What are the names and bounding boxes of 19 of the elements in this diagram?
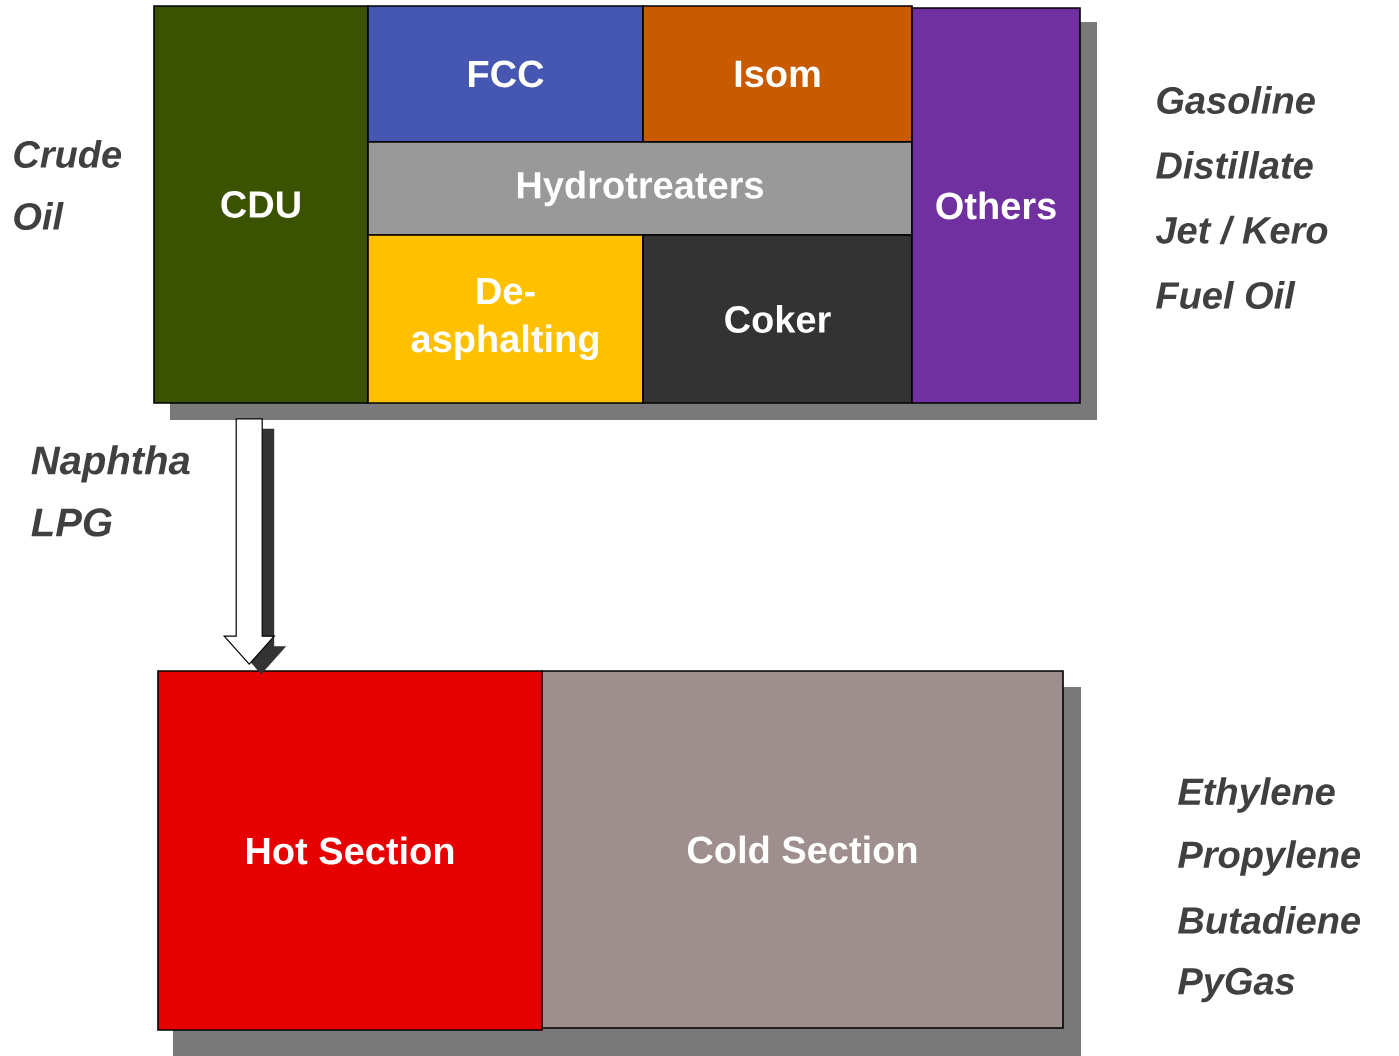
product-label: Butadiene — [1178, 906, 1361, 934]
process-box: CDU — [153, 5, 369, 404]
edge-label: Naphtha LPG — [31, 445, 190, 537]
product-label: Gasoline — [1157, 86, 1315, 114]
process-box: FCC — [367, 5, 644, 143]
block-arrow — [222, 418, 287, 675]
process-box: Hot Section — [157, 670, 543, 1031]
product-label: Fuel Oil — [1156, 281, 1296, 309]
product-label: Propylene — [1178, 840, 1361, 876]
product-label: Ethylene — [1178, 777, 1335, 813]
process-box: Isom — [642, 5, 913, 143]
process-box: Others — [911, 7, 1081, 404]
process-box: Cold Section — [541, 670, 1064, 1029]
process-box: De- asphalting — [367, 234, 644, 404]
product-label: Distillate — [1156, 151, 1313, 179]
product-label: PyGas — [1178, 967, 1295, 1003]
product-label: Jet / Kero — [1155, 215, 1328, 245]
process-box: Hydrotreaters — [367, 141, 913, 236]
process-box: Coker — [642, 234, 913, 404]
